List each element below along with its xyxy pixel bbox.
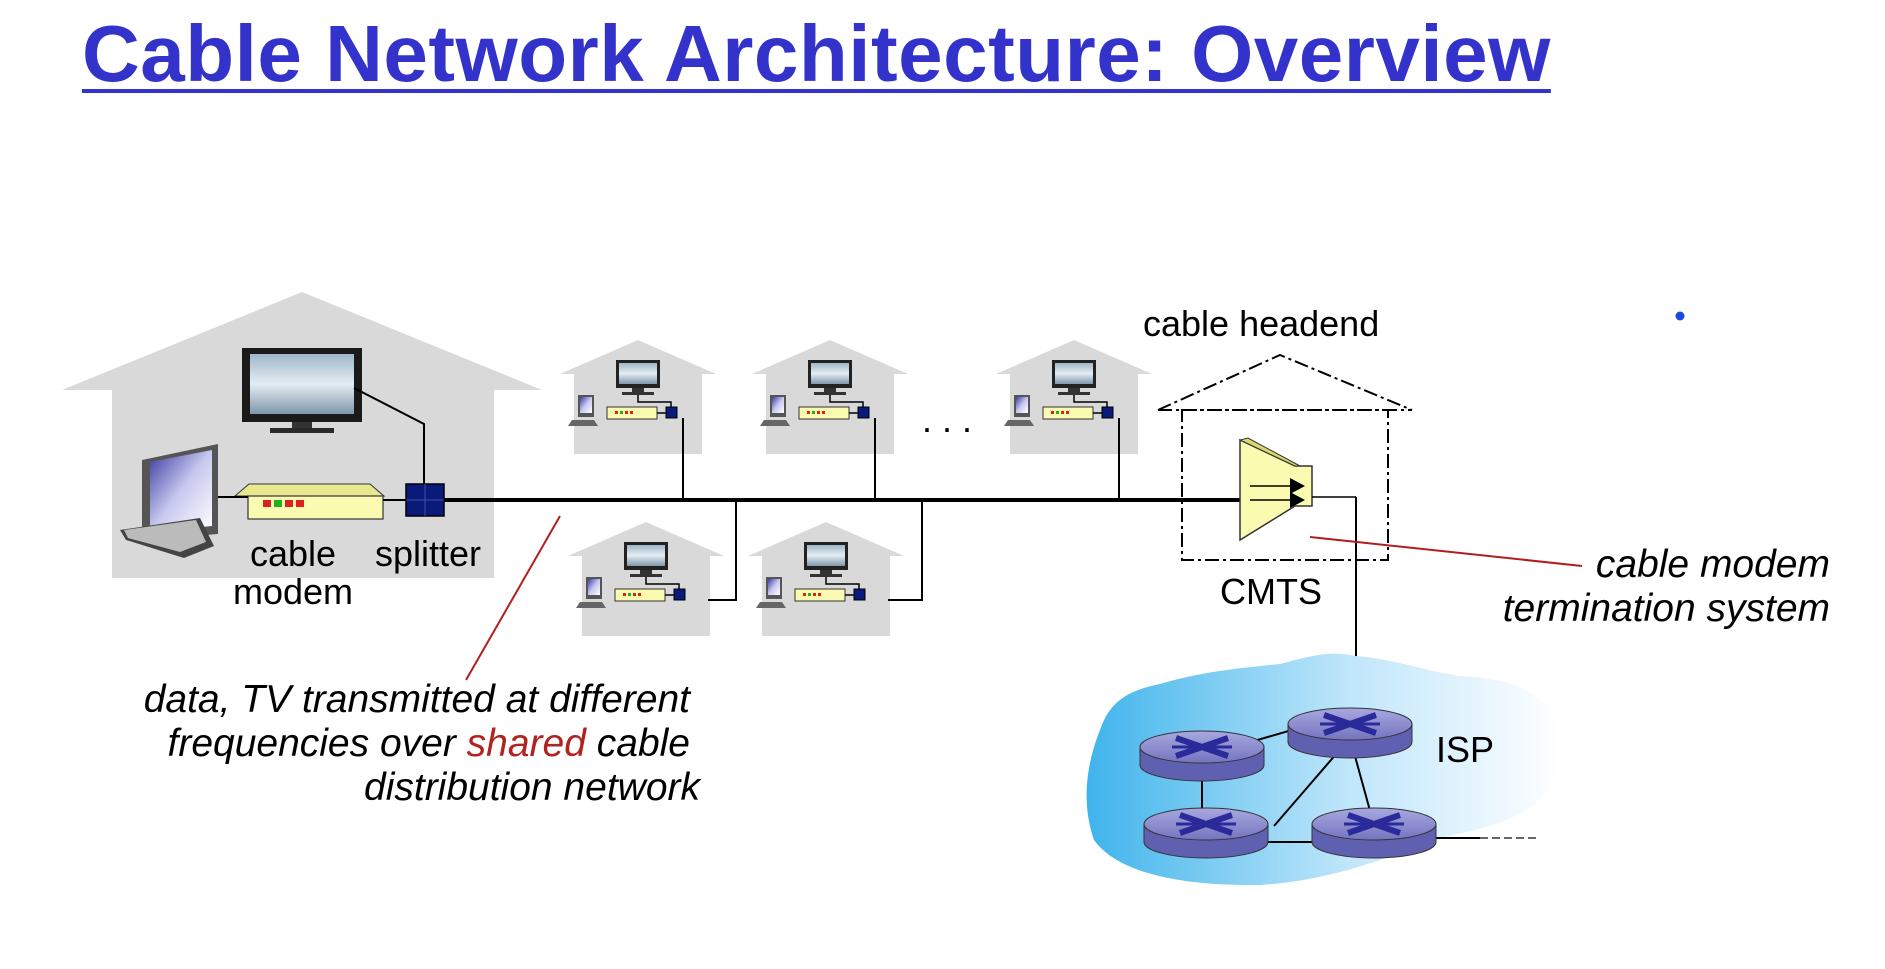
- router-icon: [1143, 807, 1269, 859]
- tv-monitor-icon: [242, 348, 362, 433]
- cable-headend-building: [1157, 353, 1413, 561]
- router-icon: [1311, 807, 1437, 859]
- house-icon: [747, 521, 905, 637]
- cable-headend-label: cable headend: [1143, 303, 1379, 344]
- bullet-dot: [1675, 311, 1685, 321]
- house-icon: [751, 339, 909, 455]
- cable-modem-label-line2: modem: [233, 571, 353, 612]
- slide-title: Cable Network Architecture: Overview: [82, 9, 1551, 98]
- shared-description-line2: frequencies over shared cable: [168, 722, 691, 765]
- splitter-label: splitter: [375, 533, 481, 574]
- shared-highlight: shared: [467, 722, 588, 765]
- cmts-description-line2: termination system: [1503, 587, 1830, 630]
- cable-drops: [682, 418, 1120, 601]
- home-house-icon: [62, 292, 542, 578]
- shared-description-line3: distribution network: [364, 766, 702, 809]
- router-icon: [1287, 707, 1413, 759]
- shared-description-line2-b: cable: [586, 722, 690, 765]
- splitter-icon: [405, 483, 445, 517]
- cable-modem-icon: [233, 483, 386, 520]
- house-icon: [995, 339, 1153, 455]
- ellipsis-label: . . .: [922, 399, 972, 440]
- cmts-icon: [1238, 437, 1313, 542]
- router-icon: [1139, 730, 1265, 782]
- cmts-label: CMTS: [1220, 571, 1322, 612]
- house-icon: [559, 339, 717, 455]
- shared-description-line1: data, TV transmitted at different: [144, 678, 692, 721]
- house-icon: [567, 521, 725, 637]
- desktop-computer-icon: [120, 444, 218, 558]
- cable-modem-label-line1: cable: [250, 533, 336, 574]
- isp-label: ISP: [1436, 729, 1494, 770]
- shared-description-line2-a: frequencies over: [168, 722, 467, 765]
- cmts-description-line1: cable modem: [1596, 543, 1830, 586]
